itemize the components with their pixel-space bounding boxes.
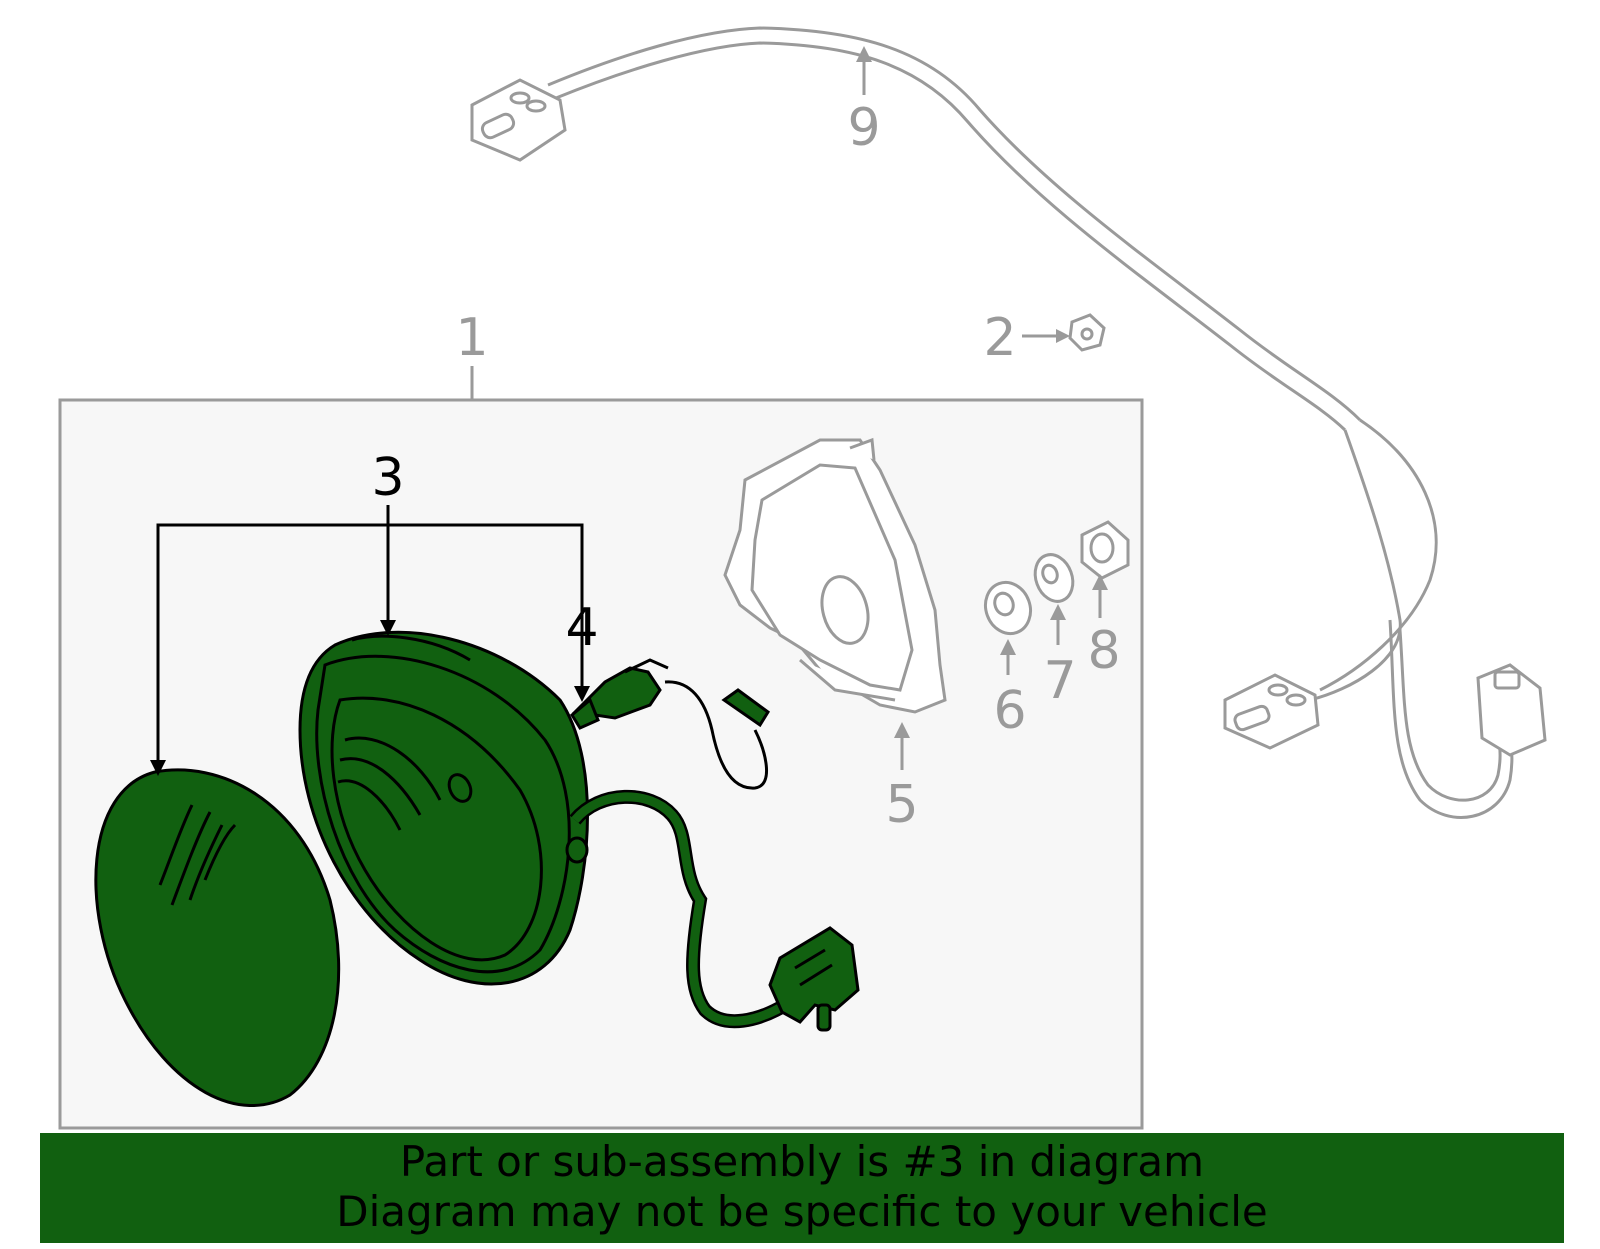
harness-connector-left [470,78,567,162]
info-banner: Part or sub-assembly is #3 in diagram Di… [40,1133,1564,1243]
bulb-plug [721,688,771,728]
banner-line-1: Part or sub-assembly is #3 in diagram [399,1137,1205,1186]
callout-1-label: 1 [455,308,488,368]
callout-4-label: 4 [565,598,598,658]
callout-6-label: 6 [993,681,1026,741]
callout-7-label: 7 [1043,651,1076,711]
grommet [1033,553,1075,603]
callout-5: 5 [885,722,919,835]
wiring-harness [547,26,1514,819]
callout-1: 1 [455,308,489,400]
callout-4: 4 [565,598,599,702]
callout-3-label: 3 [371,448,404,508]
harness-connector-right [1223,673,1320,750]
callout-8-label: 8 [1087,621,1120,681]
banner-line-2: Diagram may not be specific to your vehi… [336,1187,1268,1236]
bulb-socket [570,658,669,730]
callout-9-label: 9 [847,98,880,158]
callout-2: 2 [983,308,1070,368]
washer [983,580,1033,636]
callout-7: 7 [1043,604,1077,711]
headlamp-lens [94,768,341,1107]
callout-6: 6 [993,639,1027,741]
housing-bracket [723,437,947,714]
nut [1068,313,1106,352]
bulb-wire [664,680,769,790]
harness-connector-end [1476,663,1547,757]
callout-5-label: 5 [885,775,918,835]
callout-9: 9 [847,46,881,158]
callout-3: 3 [150,448,584,776]
retainer-nut [1080,520,1130,580]
callout-2-label: 2 [983,308,1016,368]
callout-8: 8 [1087,574,1121,681]
headlamp-housing [298,630,860,1032]
